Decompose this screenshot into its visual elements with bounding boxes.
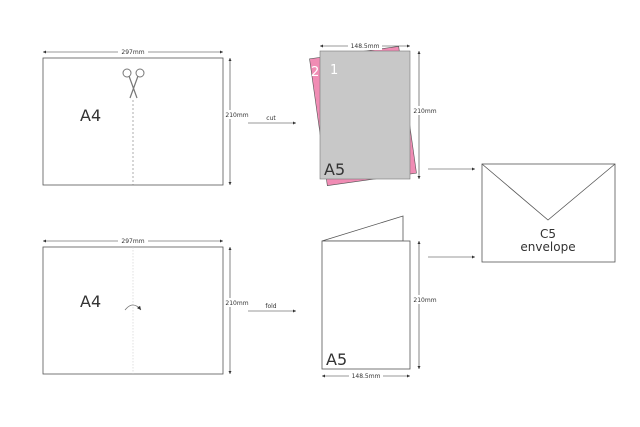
fold-label: fold <box>265 303 276 310</box>
bottom-a5-width-dimension: 148.5mm <box>322 371 410 380</box>
cut-label: cut <box>266 115 276 122</box>
top-a4-width-label: 297mm <box>121 49 144 56</box>
fold-arrow: fold <box>248 303 296 313</box>
top-a5-label: A5 <box>324 160 345 179</box>
top-a4-label: A4 <box>80 106 101 125</box>
top-a4-sheet: A4 <box>42 57 224 186</box>
bottom-a4-height-dimension: 210mm <box>225 247 249 374</box>
a5-sheets-stack: 2 1 A5 <box>309 46 417 186</box>
bottom-a5-label: A5 <box>326 350 347 369</box>
top-a5-height-label: 210mm <box>413 108 436 115</box>
page-number-back: 2 <box>311 65 319 80</box>
fold-arrow-icon <box>124 304 142 311</box>
envelope-type-label: envelope <box>520 240 575 254</box>
c5-envelope: C5 envelope <box>481 163 616 263</box>
top-a5-height-dimension: 210mm <box>413 51 437 179</box>
cut-arrow: cut <box>248 115 296 125</box>
top-a4-width-dimension: 297mm <box>43 47 223 56</box>
bottom-a4-sheet: A4 <box>42 246 224 375</box>
bottom-a4-label: A4 <box>80 292 101 311</box>
envelope-size-label: C5 <box>540 227 556 241</box>
top-a4-height-dimension: 210mm <box>225 58 249 185</box>
bottom-a5-width-label: 148.5mm <box>352 373 381 380</box>
a5-front-sheet <box>319 50 411 180</box>
top-a5-width-label: 148.5mm <box>351 43 380 50</box>
bottom-a4-width-dimension: 297mm <box>43 236 223 245</box>
bottom-a5-height-label: 210mm <box>413 297 436 304</box>
bottom-a4-height-label: 210mm <box>225 300 248 307</box>
bottom-a4-width-label: 297mm <box>121 238 144 245</box>
folded-a5-booklet: A5 <box>321 215 411 370</box>
bottom-a5-height-dimension: 210mm <box>413 241 437 369</box>
scissors-icon <box>122 68 145 99</box>
top-a4-height-label: 210mm <box>225 112 248 119</box>
page-number-front: 1 <box>330 63 338 78</box>
top-a5-width-dimension: 148.5mm <box>320 41 410 50</box>
